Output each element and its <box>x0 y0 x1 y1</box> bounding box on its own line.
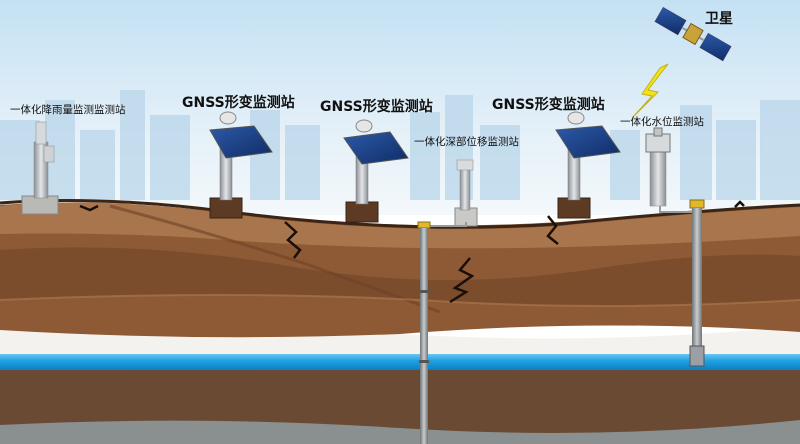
gnss-station-2 <box>343 119 409 223</box>
city-skyline <box>0 90 800 200</box>
rock-base <box>0 420 800 444</box>
gnss-station-1-label: GNSS形变监测站 <box>182 95 295 111</box>
soil-layer-dark <box>0 247 800 306</box>
satellite-label: 卫星 <box>705 11 733 27</box>
lightning-icon <box>631 63 669 119</box>
rain-station-label: 一体化降雨量监测监测站 <box>10 104 126 116</box>
water-level-label: 一体化水位监测站 <box>620 116 704 128</box>
satellite-icon <box>653 5 733 63</box>
groundwater-layer <box>0 352 800 370</box>
gnss-station-2-label: GNSS形变监测站 <box>320 99 433 115</box>
rain-gauge-station <box>21 121 59 215</box>
gnss-station-3 <box>555 111 621 219</box>
deep-displacement-station <box>417 159 478 444</box>
soil-layer-top <box>0 202 800 249</box>
inclinometer-pipe <box>420 228 428 444</box>
water-level-well <box>692 208 702 358</box>
gnss-station-3-label: GNSS形变监测站 <box>492 97 605 113</box>
gnss-station-1 <box>209 111 273 219</box>
water-level-station <box>645 127 705 367</box>
deep-displacement-label: 一体化深部位移监测站 <box>414 136 519 148</box>
ground-cracks <box>79 200 745 304</box>
